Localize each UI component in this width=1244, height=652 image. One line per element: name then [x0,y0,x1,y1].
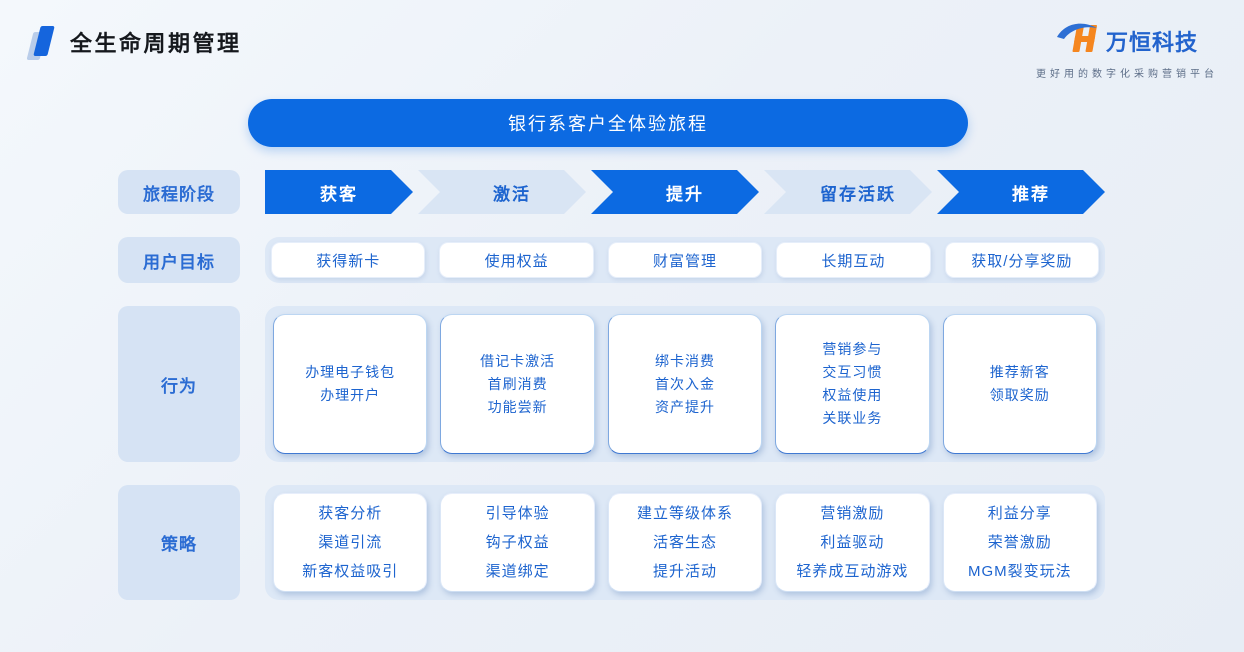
strategy-item: 轻养成互动游戏 [796,563,909,580]
behavior-card: 推荐新客 领取奖励 [942,314,1097,454]
behavior-item: 推荐新客 [989,364,1050,380]
strategy-item: 引导体验 [485,505,550,522]
stage-label: 留存活跃 [820,184,896,204]
behavior-item: 关联业务 [822,410,883,426]
goal-box: 获得新卡 [271,242,426,278]
brand-name: 万恒科技 [1105,29,1198,55]
behavior-item: 领取奖励 [989,387,1050,403]
header: 全生命周期管理 万恒科技 更好用的数字化采购营销平台 [26,20,1218,80]
behavior-item: 营销参与 [822,341,883,357]
strategy-item: 获客分析 [318,505,383,522]
title-accent-bar-icon [26,26,55,60]
strategy-card: 建立等级体系 活客生态 提升活动 [607,493,763,592]
behavior-item: 借记卡激活 [480,352,556,369]
goal-box: 长期互动 [776,242,931,278]
goals-row: 获得新卡 使用权益 财富管理 长期互动 获取/分享奖励 [265,237,1105,283]
behavior-item: 办理开户 [320,387,381,403]
strategy-item: 渠道绑定 [485,563,550,580]
behavior-card: 绑卡消费 首次入金 资产提升 [607,314,763,454]
stage-arrow-grow: 提升 [591,170,759,214]
behavior-item: 首次入金 [654,375,715,392]
behavior-item: 首刷消费 [487,375,548,392]
behavior-item: 绑卡消费 [654,352,715,369]
strategy-item: MGM裂变玩法 [967,563,1072,580]
strategy-card: 获客分析 渠道引流 新客权益吸引 [273,493,428,592]
strategy-item: 钩子权益 [485,534,550,551]
strategy-item: 利益驱动 [820,534,885,551]
stage-label: 获客 [320,184,358,204]
page-title: 全生命周期管理 [70,31,242,56]
strategy-item: 荣誉激励 [987,534,1052,551]
strategy-item: 利益分享 [987,505,1052,522]
brand-logo-icon [1056,20,1102,61]
behavior-item: 权益使用 [822,387,883,403]
behavior-card: 营销参与 交互习惯 权益使用 关联业务 [775,314,930,454]
stage-arrow-refer: 推荐 [937,170,1105,214]
strategy-card: 营销激励 利益驱动 轻养成互动游戏 [775,493,930,592]
behavior-card: 办理电子钱包 办理开户 [273,314,428,454]
strategy-item: 建立等级体系 [636,505,733,522]
strategies-row: 获客分析 渠道引流 新客权益吸引 引导体验 钩子权益 渠道绑定 建立等级体系 活… [265,485,1105,600]
stage-label: 提升 [666,184,704,204]
strategy-item: 提升活动 [652,563,717,580]
goal-box: 财富管理 [607,242,763,278]
strategy-card: 引导体验 钩子权益 渠道绑定 [440,493,595,592]
strategy-card: 利益分享 荣誉激励 MGM裂变玩法 [942,493,1097,592]
strategy-item: 渠道引流 [318,534,383,551]
journey-banner: 银行系客户全体验旅程 [248,99,968,147]
strategy-item: 活客生态 [652,534,717,551]
journey-board: 银行系客户全体验旅程 旅程阶段 获客 激活 提升 留存活跃 推荐 用户目标 获得… [118,99,1105,600]
stage-arrows-row: 获客 激活 提升 留存活跃 推荐 [265,170,1105,214]
row-label-strategies: 策略 [118,485,240,600]
stage-label: 推荐 [1012,184,1050,204]
title-block: 全生命周期管理 [26,26,242,60]
behavior-card: 借记卡激活 首刷消费 功能尝新 [440,314,595,454]
stage-label: 激活 [493,184,531,204]
strategy-item: 营销激励 [820,505,885,522]
stage-arrow-acquire: 获客 [265,170,413,214]
behavior-item: 交互习惯 [822,364,883,380]
row-label-goals: 用户目标 [118,237,240,283]
row-label-stages: 旅程阶段 [118,170,240,214]
behavior-item: 资产提升 [654,398,715,415]
brand-tagline: 更好用的数字化采购营销平台 [1036,69,1218,80]
stage-arrow-retain: 留存活跃 [764,170,932,214]
stage-arrow-activate: 激活 [418,170,586,214]
behavior-item: 办理电子钱包 [305,364,396,380]
behaviors-row: 办理电子钱包 办理开户 借记卡激活 首刷消费 功能尝新 绑卡消费 首次入金 资产… [265,306,1105,462]
goal-box: 使用权益 [439,242,594,278]
row-label-behaviors: 行为 [118,306,240,462]
goal-box: 获取/分享奖励 [944,242,1099,278]
behavior-item: 功能尝新 [487,398,548,415]
brand-logo: 万恒科技 更好用的数字化采购营销平台 [1036,20,1218,80]
strategy-item: 新客权益吸引 [302,563,399,580]
